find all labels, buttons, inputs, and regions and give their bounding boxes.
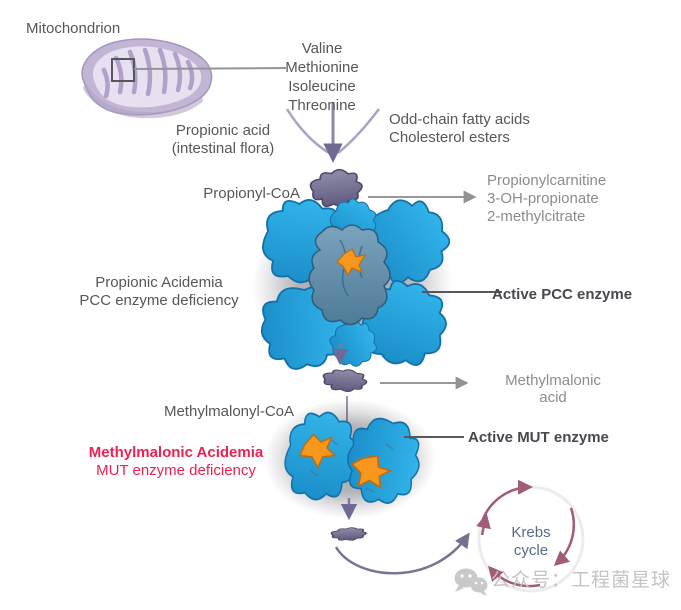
amino-acid-list: Valine Methionine Isoleucine Threonine	[252, 39, 392, 115]
pcc-enzyme	[252, 184, 465, 378]
krebs-arc-top	[481, 479, 533, 520]
krebs-cycle-arrows	[476, 479, 585, 593]
methylmalonyl-coa-label: Methylmalonyl-CoA	[163, 403, 295, 420]
propionyl-byproducts: Propionylcarnitine 3-OH-propionate 2-met…	[487, 172, 606, 226]
propionic-acidemia-line1: Propionic Acidemia	[95, 274, 223, 291]
krebs-line2: cycle	[513, 542, 549, 559]
arrow-oddchain-to-propionylcoa	[337, 108, 380, 154]
active-mut-enzyme-label: Active MUT enzyme	[468, 429, 609, 446]
odd-chain-label: Odd-chain fatty acids Cholesterol esters	[389, 111, 530, 147]
mitochondrion-label: Mitochondrion	[26, 20, 121, 37]
byproduct-2-methylcitrate: 2-methylcitrate	[487, 208, 586, 225]
krebs-entry-arrow	[476, 513, 491, 536]
amino-acid-methionine: Methionine	[285, 59, 359, 76]
input-arrows	[285, 102, 380, 163]
methylmalonic-acidemia-line1: Methylmalonic Acidemia	[88, 444, 264, 461]
odd-chain-line1: Odd-chain fatty acids	[389, 111, 530, 128]
propionyl-coa-label: Propionyl-CoA	[203, 185, 300, 202]
amino-acid-isoleucine: Isoleucine	[288, 78, 356, 95]
zoom-box	[111, 58, 135, 82]
bottom-molecule	[330, 526, 368, 543]
arrow-product-to-krebs	[334, 532, 470, 575]
methylmalonic-acid-line1: Methylmalonic	[505, 372, 601, 389]
pcc-cofactor	[336, 248, 367, 277]
mitochondrion-illustration	[81, 38, 287, 119]
amino-acid-valine: Valine	[301, 40, 343, 57]
propionic-acidemia-line2: PCC enzyme deficiency	[79, 292, 239, 309]
propionic-acidemia-label: Propionic Acidemia PCC enzyme deficiency	[45, 274, 273, 310]
odd-chain-line2: Cholesterol esters	[389, 129, 510, 146]
mitochondrion-cristae	[101, 47, 195, 99]
active-pcc-enzyme-label: Active PCC enzyme	[492, 286, 633, 303]
propionic-acid-line2: (intestinal flora)	[171, 140, 275, 157]
zoom-pointer-line	[133, 67, 287, 70]
byproduct-propionylcarnitine: Propionylcarnitine	[487, 172, 607, 189]
amino-acid-threonine: Threonine	[288, 97, 356, 114]
propionic-acid-line1: Propionic acid	[175, 122, 271, 139]
mut-enzyme	[264, 399, 436, 519]
krebs-line1: Krebs	[511, 524, 551, 541]
krebs-arc-right	[553, 507, 576, 566]
pcc-core	[308, 224, 391, 326]
krebs-cycle-label: Krebs cycle	[497, 524, 565, 560]
methylmalonic-acid-label: Methylmalonic acid	[492, 372, 614, 406]
wechat-icon	[454, 568, 488, 596]
krebs-arc-bottom	[488, 565, 541, 588]
propionic-acid-label: Propionic acid (intestinal flora)	[148, 122, 298, 158]
methylmalonic-acidemia-label: Methylmalonic Acidemia MUT enzyme defici…	[45, 444, 307, 480]
methylmalonic-acid-line2: acid	[539, 389, 567, 406]
methylmalonyl-coa-molecule	[321, 367, 369, 394]
methylmalonic-acidemia-line2: MUT enzyme deficiency	[96, 462, 256, 479]
watermark-text: 公众号：工程菌星球	[491, 570, 672, 591]
byproduct-3oh-propionate: 3-OH-propionate	[487, 190, 599, 207]
